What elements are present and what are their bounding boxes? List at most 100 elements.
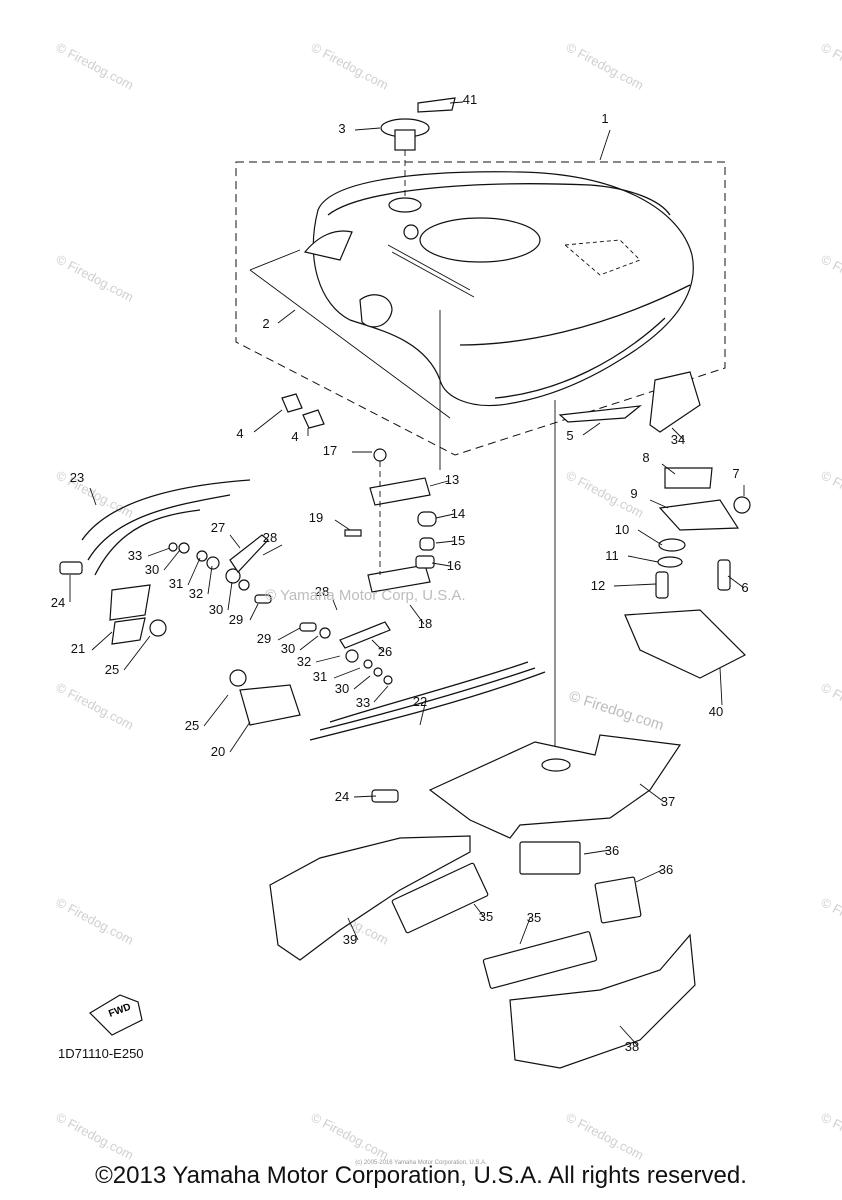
callout-17: 17: [323, 443, 337, 458]
callout-leader-line: [147, 547, 171, 557]
callout-22: 22: [413, 694, 427, 709]
callout-leader-line: [435, 513, 455, 519]
callout-19: 19: [309, 510, 323, 525]
callout-32: 32: [297, 654, 311, 669]
copyright-footer: ©2013 Yamaha Motor Corporation, U.S.A. A…: [95, 1162, 747, 1189]
callout-36: 36: [659, 862, 673, 877]
callout-leader-line: [435, 540, 455, 544]
callout-31: 31: [169, 576, 183, 591]
firedog-watermark: © Firedog.com: [819, 251, 842, 304]
firedog-watermark: © Firedog.com: [819, 679, 842, 732]
callout-39: 39: [343, 932, 357, 947]
logo-watermark: © Firedog.com: [567, 688, 666, 735]
callout-leader-line: [353, 675, 371, 690]
callout-25: 25: [105, 662, 119, 677]
firedog-watermark: © Firedog.com: [309, 39, 391, 92]
callout-leader-line: [419, 699, 427, 726]
callout-leader-line: [583, 849, 611, 855]
callout-leader-line: [519, 917, 531, 945]
firedog-watermark: © Firedog.com: [54, 39, 136, 92]
callout-29: 29: [229, 612, 243, 627]
callout-26: 26: [378, 644, 392, 659]
callout-33: 33: [356, 695, 370, 710]
callout-leader-line: [207, 565, 213, 595]
callout-leader-line: [277, 309, 296, 324]
callout-leader-line: [371, 639, 385, 653]
firedog-watermark: © Firedog.com: [54, 251, 136, 304]
callout-20: 20: [211, 744, 225, 759]
callout-29: 29: [257, 631, 271, 646]
callout-leader-line: [203, 694, 229, 727]
callout-1: 1: [601, 111, 608, 126]
callout-15: 15: [451, 533, 465, 548]
callout-leader-line: [613, 583, 657, 587]
callout-leader-line: [649, 499, 669, 509]
callout-leader-line: [123, 635, 151, 671]
callout-leader-line: [671, 427, 685, 441]
callout-30: 30: [335, 681, 349, 696]
callout-leader-line: [187, 557, 201, 586]
callout-36: 36: [605, 843, 619, 858]
callout-leader-line: [449, 101, 464, 104]
callout-9: 9: [630, 486, 637, 501]
callout-35: 35: [479, 909, 493, 924]
callout-leader-line: [409, 604, 425, 625]
callout-leader-line: [637, 529, 663, 546]
callout-leader-line: [373, 685, 389, 703]
callout-16: 16: [447, 558, 461, 573]
callout-leader-line: [334, 519, 351, 531]
callout-leader-line: [299, 635, 319, 651]
callout-38: 38: [625, 1039, 639, 1054]
callout-leader-line: [639, 783, 665, 803]
callout-leader-line: [353, 795, 377, 798]
callout-leader-line: [661, 463, 676, 475]
callout-34: 34: [671, 432, 685, 447]
callout-14: 14: [451, 506, 465, 521]
callout-leader-line: [262, 544, 283, 556]
callout-7: 7: [732, 466, 739, 481]
callout-12: 12: [591, 578, 605, 593]
callout-leader-line: [582, 422, 601, 436]
callout-leader-line: [91, 631, 113, 651]
callout-leader-line: [227, 581, 233, 611]
firedog-watermark: © Firedog.com: [819, 894, 842, 947]
firedog-watermark: © Firedog.com: [819, 467, 842, 520]
firedog-watermark: © Firedog.com: [819, 1109, 842, 1162]
fine-print: (c) 2005-2016 Yamaha Motor Corporation, …: [355, 1160, 487, 1166]
callout-41: 41: [463, 92, 477, 107]
callout-leader-line: [599, 129, 611, 161]
callout-3: 3: [338, 121, 345, 136]
lower-pads: [269, 734, 696, 1069]
firedog-watermark: © Firedog.com: [819, 39, 842, 92]
callout-28: 28: [263, 530, 277, 545]
callout-25: 25: [185, 718, 199, 733]
callout-30: 30: [209, 602, 223, 617]
firedog-watermark: © Firedog.com: [54, 467, 136, 520]
callout-24: 24: [51, 595, 65, 610]
callout-leader-line: [627, 555, 659, 563]
callout-leader-line: [429, 480, 449, 487]
callout-13: 13: [445, 472, 459, 487]
callout-leader-line: [719, 667, 723, 706]
callout-leader-line: [277, 627, 301, 641]
callout-leader-line: [249, 603, 259, 621]
callout-40: 40: [709, 704, 723, 719]
callout-leader-line: [727, 575, 745, 589]
callout-2: 2: [262, 316, 269, 331]
callout-31: 31: [313, 669, 327, 684]
callout-leader-line: [89, 487, 97, 506]
firedog-watermark: © Firedog.com: [54, 894, 136, 947]
callout-11: 11: [605, 548, 619, 563]
center-watermark: © Yamaha Motor Corp, U.S.A.: [265, 587, 466, 604]
callout-leader-line: [635, 869, 663, 883]
callout-leader-line: [315, 655, 341, 663]
callout-6: 6: [741, 580, 748, 595]
callout-21: 21: [71, 641, 85, 656]
callout-27: 27: [211, 520, 225, 535]
callout-33: 33: [128, 548, 142, 563]
callout-5: 5: [566, 428, 573, 443]
callout-30: 30: [145, 562, 159, 577]
callout-leader-line: [332, 599, 338, 611]
callout-10: 10: [615, 522, 629, 537]
